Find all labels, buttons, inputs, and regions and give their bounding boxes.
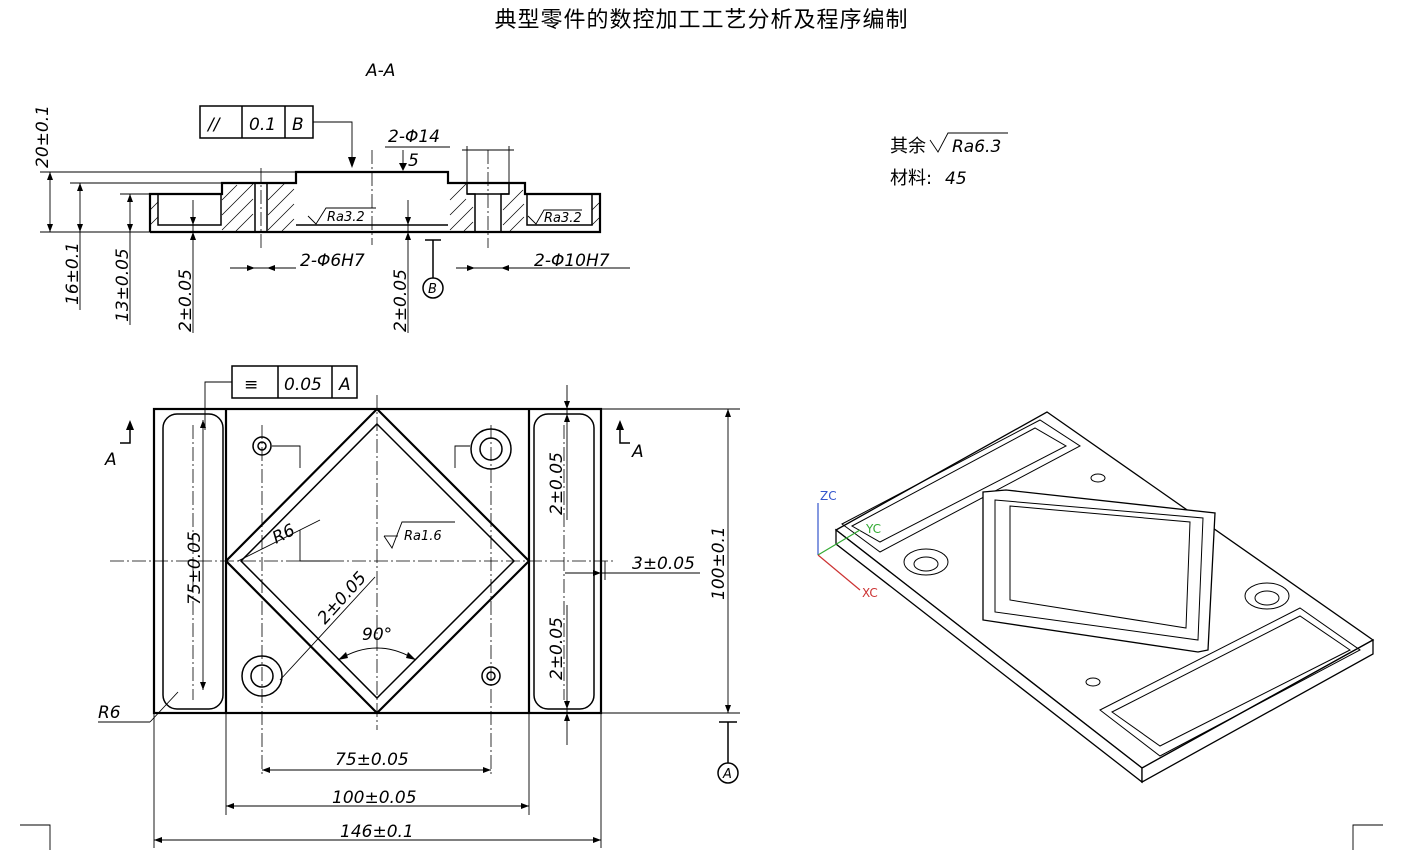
- dim-wall-diag: 2±0.05: [314, 568, 371, 628]
- axis-yc: YC: [865, 522, 881, 536]
- axis-zc: ZC: [820, 489, 837, 503]
- dim-width-100: 100±0.05: [332, 788, 417, 808]
- rest-roughness: Ra6.3: [952, 137, 1001, 157]
- svg-text:Ra3.2: Ra3.2: [544, 211, 582, 226]
- svg-text:Ra3.2: Ra3.2: [327, 210, 365, 225]
- symmetry-tolerance: 0.05: [284, 375, 322, 395]
- svg-text:Ra1.6: Ra1.6: [404, 529, 442, 544]
- dim-hole-spacing: 75±0.05: [335, 750, 409, 770]
- parallelism-tolerance: 0.1: [249, 115, 276, 135]
- coordinate-axes: ZC YC XC: [817, 489, 881, 600]
- dim-width-146: 146±0.1: [340, 822, 414, 842]
- dim-slot-len: 75±0.05: [185, 531, 205, 605]
- dim-angle: 90°: [362, 625, 392, 645]
- dim-h2-mid: 2±0.05: [391, 269, 411, 332]
- dim-holes-14: 2-Φ14: [388, 127, 440, 147]
- dim-wall-top: 2±0.05: [547, 452, 567, 515]
- symmetry-datum: A: [338, 375, 351, 395]
- dim-height-100: 100±0.1: [709, 526, 729, 600]
- svg-text:A: A: [722, 767, 732, 782]
- section-body: [148, 150, 602, 248]
- dim-h20: 20±0.1: [33, 105, 53, 168]
- dim-holes-6h7: 2-Φ6H7: [300, 251, 365, 271]
- section-mark-left: A: [104, 420, 134, 470]
- roughness-pocket: Ra1.6: [383, 521, 455, 549]
- symmetry-symbol: ≡: [244, 375, 258, 395]
- dim-h16: 16±0.1: [63, 242, 83, 305]
- dim-r6-inner: R6: [269, 520, 298, 548]
- page-title: 典型零件的数控加工工艺分析及程序编制: [494, 8, 909, 33]
- notes: 其余 Ra6.3 材料: 45: [890, 132, 1008, 189]
- dim-depth-5: 5: [408, 151, 419, 171]
- svg-text:A: A: [631, 442, 644, 462]
- dim-holes-10h7: 2-Φ10H7: [534, 251, 610, 271]
- parallelism-datum: B: [292, 115, 304, 135]
- symmetry-frame: ≡ 0.05 A: [204, 365, 358, 430]
- roughness-right: Ra3.2: [527, 209, 582, 226]
- section-view: A-A // 0.1 B: [33, 61, 630, 333]
- dim-wall-bottom: 2±0.05: [547, 617, 567, 680]
- datum-a: A: [717, 721, 739, 784]
- section-label: A-A: [365, 61, 395, 81]
- iso-view: ZC YC XC: [817, 411, 1375, 784]
- axis-xc: XC: [862, 586, 878, 600]
- svg-text:B: B: [428, 282, 437, 297]
- material-value: 45: [945, 169, 967, 189]
- parallelism-symbol: //: [206, 115, 222, 135]
- material-label: 材料:: [890, 168, 932, 189]
- parallelism-frame: // 0.1 B: [199, 105, 356, 168]
- roughness-left: Ra3.2: [307, 207, 376, 225]
- rest-label: 其余: [890, 136, 926, 157]
- plan-view: ≡ 0.05 A: [98, 365, 740, 848]
- datum-b: B: [422, 239, 444, 299]
- dim-r6-outer: R6: [98, 703, 121, 723]
- dim-h2-left: 2±0.05: [176, 269, 196, 332]
- svg-text:A: A: [104, 450, 117, 470]
- section-mark-right: A: [616, 420, 644, 462]
- dim-offset-3: 3±0.05: [632, 554, 695, 574]
- dim-h13: 13±0.05: [113, 248, 133, 322]
